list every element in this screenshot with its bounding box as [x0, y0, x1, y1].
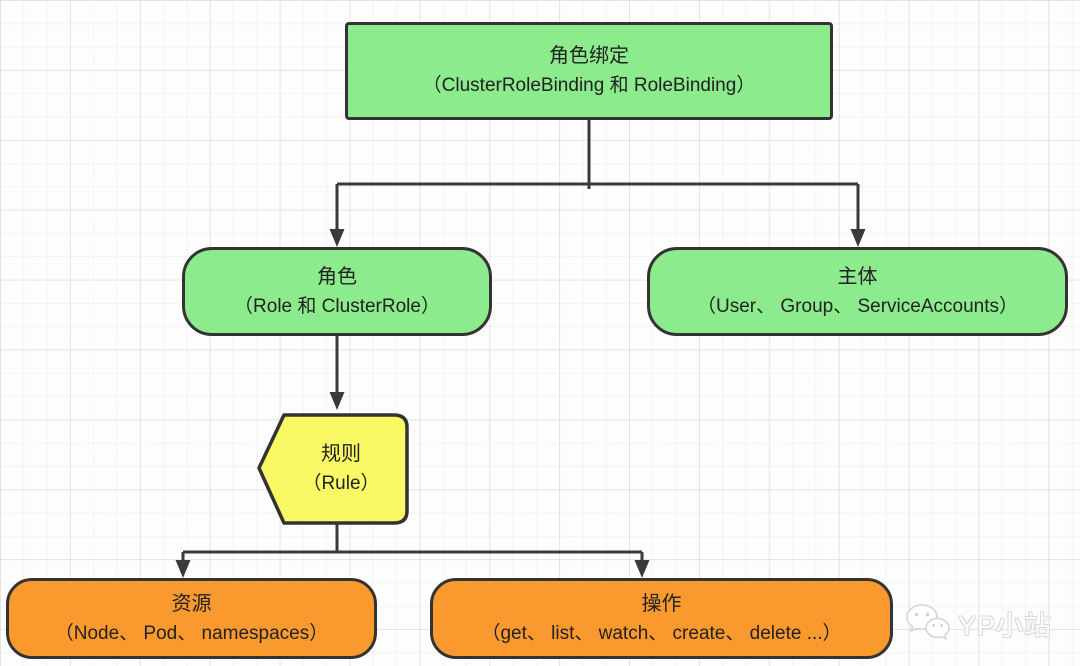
- node-operation: 操作 （get、 list、 watch、 create、 delete ...…: [430, 578, 893, 659]
- edge-to-role-arrowhead: [329, 229, 345, 247]
- node-operation-subtitle: （get、 list、 watch、 create、 delete ...）: [481, 622, 842, 644]
- node-rule-title: 规则: [321, 443, 361, 465]
- node-resource: 资源 （Node、 Pod、 namespaces）: [6, 578, 377, 659]
- wechat-icon: [903, 601, 951, 646]
- node-resource-subtitle: （Node、 Pod、 namespaces）: [54, 622, 329, 644]
- watermark-text: YP小站: [957, 611, 1052, 641]
- node-role-binding-title: 角色绑定: [549, 45, 629, 67]
- node-role: 角色 （Role 和 ClusterRole）: [182, 247, 492, 336]
- node-rule: 规则 （Rule）: [272, 415, 410, 523]
- node-role-binding: 角色绑定 （ClusterRoleBinding 和 RoleBinding）: [345, 22, 833, 120]
- edge-to-operation-arrowhead: [634, 560, 650, 578]
- node-resource-title: 资源: [171, 592, 212, 615]
- node-role-title: 角色: [317, 265, 357, 288]
- node-subject-subtitle: （User、 Group、 ServiceAccounts）: [697, 295, 1018, 317]
- rule-node-shape: [257, 413, 409, 525]
- node-subject-title: 主体: [837, 265, 878, 288]
- edge-role-to-rule-arrowhead: [329, 392, 345, 410]
- watermark: YP小站: [903, 601, 1052, 646]
- node-rule-subtitle: （Rule）: [302, 473, 380, 494]
- node-subject: 主体 （User、 Group、 ServiceAccounts）: [647, 247, 1068, 336]
- node-operation-title: 操作: [641, 592, 682, 615]
- node-role-binding-subtitle: （ClusterRoleBinding 和 RoleBinding）: [422, 75, 756, 96]
- edge-to-subject-arrowhead: [850, 229, 866, 247]
- edge-to-resource-arrowhead: [175, 560, 191, 578]
- node-role-subtitle: （Role 和 ClusterRole）: [234, 295, 440, 317]
